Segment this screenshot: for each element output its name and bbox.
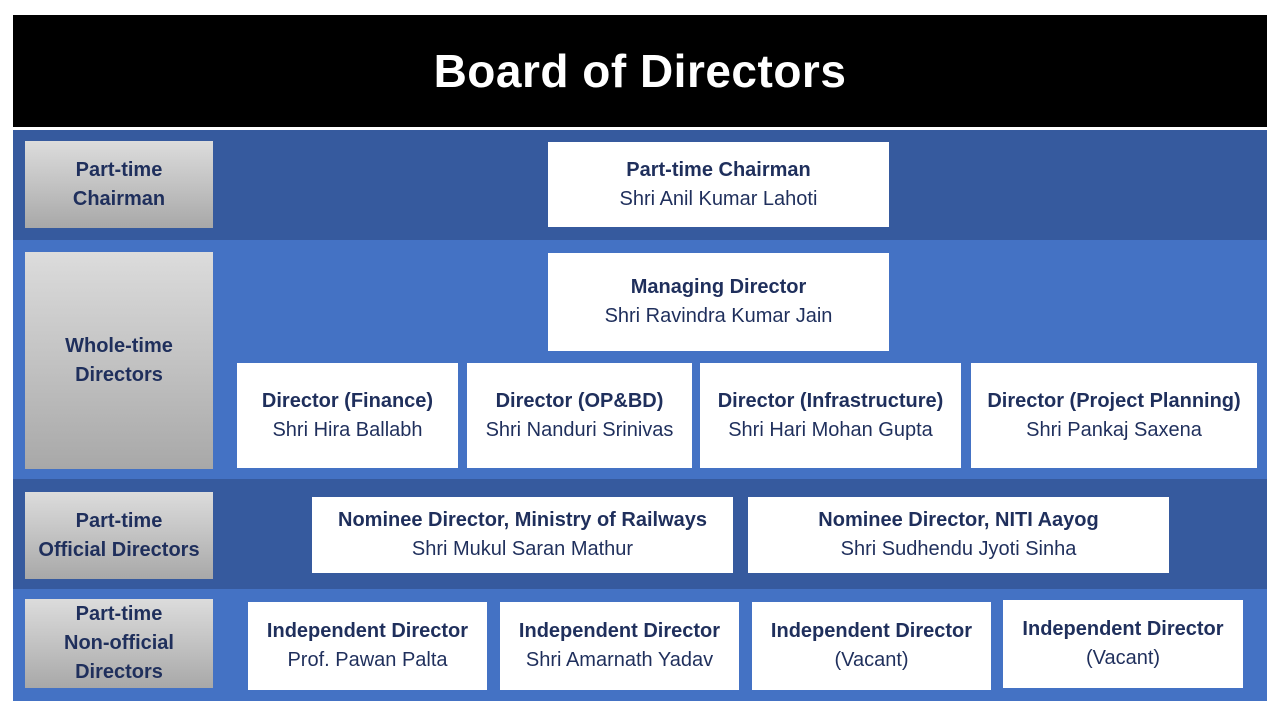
member-box-director-infrastructure: Director (Infrastructure) Shri Hari Moha… — [700, 363, 961, 468]
member-role: Part-time Chairman — [626, 158, 811, 181]
category-label-line: Whole-time — [65, 334, 173, 357]
slide-title: Board of Directors — [13, 15, 1267, 127]
member-box-director-opbd: Director (OP&BD) Shri Nanduri Srinivas — [467, 363, 692, 468]
category-label-line: Chairman — [72, 187, 166, 210]
member-box-independent-director-2: Independent Director Shri Amarnath Yadav — [500, 602, 739, 690]
member-role: Independent Director — [518, 620, 721, 642]
member-role: Independent Director — [266, 620, 469, 642]
member-name: (Vacant) — [1085, 647, 1161, 669]
member-name: Shri Pankaj Saxena — [1026, 418, 1202, 441]
member-box-director-project-planning: Director (Project Planning) Shri Pankaj … — [971, 363, 1257, 468]
member-name: Shri Hari Mohan Gupta — [728, 418, 933, 441]
member-name: Shri Amarnath Yadav — [525, 649, 714, 671]
member-name: Prof. Pawan Palta — [287, 649, 448, 671]
member-box-director-finance: Director (Finance) Shri Hira Ballabh — [237, 363, 458, 468]
member-name: Shri Ravindra Kumar Jain — [604, 305, 833, 327]
member-box-nominee-niti-aayog: Nominee Director, NITI Aayog Shri Sudhen… — [748, 497, 1169, 573]
category-label-wholetime: Whole-time Directors — [25, 252, 213, 469]
member-name: Shri Sudhendu Jyoti Sinha — [840, 538, 1077, 560]
category-label-chairman: Part-time Chairman — [25, 141, 213, 228]
category-label-line: Part-time — [75, 509, 163, 532]
member-box-independent-director-3: Independent Director (Vacant) — [752, 602, 991, 690]
category-label-official: Part-time Official Directors — [25, 492, 213, 579]
member-role: Director (Infrastructure) — [717, 389, 944, 412]
member-role: Nominee Director, Ministry of Railways — [338, 509, 707, 531]
member-box-part-time-chairman: Part-time Chairman Shri Anil Kumar Lahot… — [548, 142, 889, 227]
member-role: Director (Project Planning) — [987, 389, 1241, 412]
member-box-independent-director-1: Independent Director Prof. Pawan Palta — [248, 602, 487, 690]
member-name: Shri Nanduri Srinivas — [485, 418, 674, 441]
member-name: Shri Hira Ballabh — [272, 418, 423, 441]
category-label-line: Part-time — [75, 158, 163, 181]
member-role: Director (OP&BD) — [495, 389, 664, 412]
category-label-line: Directors — [75, 363, 163, 386]
category-label-line: Part-time — [75, 603, 163, 625]
member-name: Shri Anil Kumar Lahoti — [619, 187, 818, 210]
category-label-line: Directors — [75, 661, 163, 683]
member-role: Director (Finance) — [261, 389, 434, 412]
member-role: Independent Director — [770, 620, 973, 642]
member-role: Managing Director — [630, 276, 807, 298]
member-box-managing-director: Managing Director Shri Ravindra Kumar Ja… — [548, 253, 889, 351]
category-label-line: Official Directors — [38, 538, 200, 561]
category-label-line: Non-official — [64, 632, 174, 654]
member-name: Shri Mukul Saran Mathur — [411, 538, 634, 560]
member-name: (Vacant) — [834, 649, 909, 671]
member-role: Nominee Director, NITI Aayog — [818, 509, 1099, 531]
category-label-nonofficial: Part-time Non-official Directors — [25, 599, 213, 688]
member-role: Independent Director — [1022, 618, 1224, 640]
member-box-nominee-railways: Nominee Director, Ministry of Railways S… — [312, 497, 733, 573]
member-box-independent-director-4: Independent Director (Vacant) — [1003, 600, 1243, 688]
